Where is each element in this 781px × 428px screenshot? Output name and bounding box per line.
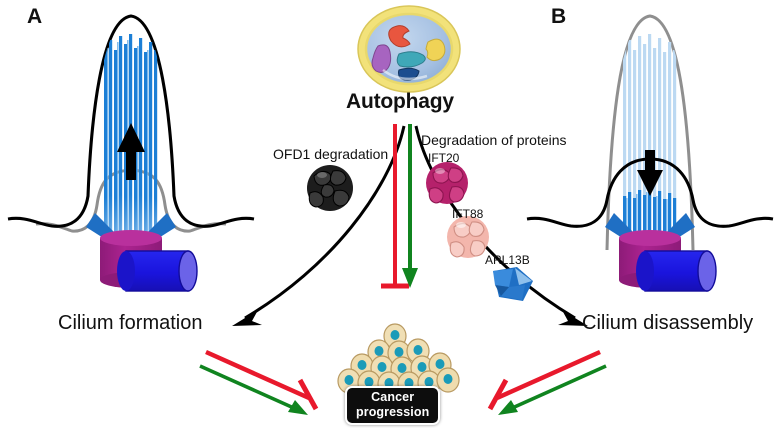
- divergence-arrowhead-right: [558, 310, 588, 326]
- cancer-progression-line1: Cancer: [371, 390, 415, 404]
- cilium-a-membrane: [7, 14, 255, 228]
- cilium-b-daughter-centriole: [636, 250, 717, 292]
- right-inhibition-arrow: [487, 349, 601, 411]
- cilium-b-shrink-arrow: [637, 150, 663, 196]
- panel-a-cilium: [7, 14, 255, 292]
- arl13b-protein-icon: [493, 267, 533, 301]
- autophagy-title: Autophagy: [346, 90, 454, 113]
- cancer-progression-label: Cancer progression: [345, 386, 441, 425]
- cilium-b-ghost-membrane: [605, 14, 695, 251]
- divergence-arrowhead-left: [232, 310, 262, 326]
- ift88-label: IFT88: [452, 207, 484, 221]
- organelle-purple: [371, 44, 392, 73]
- cancer-progression-line2: progression: [356, 404, 430, 419]
- organelle-yellow: [425, 38, 446, 62]
- panel-b-letter: B: [551, 5, 567, 28]
- right-activation-arrow: [498, 364, 607, 415]
- autophagosome-illustration: [357, 5, 461, 93]
- left-inhibition-arrow: [205, 349, 319, 411]
- center-inhibition-line: [381, 124, 409, 289]
- cilium-b-pale-microtubules: [623, 34, 677, 250]
- left-activation-arrow: [199, 364, 308, 415]
- cilium-disassembly-label: Cilium disassembly: [582, 312, 754, 334]
- center-activation-arrow: [402, 124, 418, 288]
- organelle-red: [388, 25, 411, 48]
- panel-a-letter: A: [27, 5, 43, 28]
- organelle-teal: [396, 51, 426, 68]
- cilium-a-growth-arrow: [117, 123, 145, 180]
- arl13b-label: ARL13B: [485, 253, 530, 267]
- autophagosome-highlight: [382, 68, 428, 81]
- ift20-label: IFT20: [428, 151, 460, 165]
- ift88-protein-icon: [447, 216, 489, 258]
- protein-degradation-label: Degradation of proteins: [421, 132, 567, 148]
- ofd1-protein-icon: [307, 165, 353, 211]
- cilium-a-daughter-centriole: [117, 250, 198, 292]
- cilium-formation-label: Cilium formation: [58, 312, 203, 334]
- panel-b-cilium: [526, 14, 774, 292]
- ofd1-degradation-label: OFD1 degradation: [273, 146, 389, 162]
- ift20-protein-icon: [426, 162, 468, 204]
